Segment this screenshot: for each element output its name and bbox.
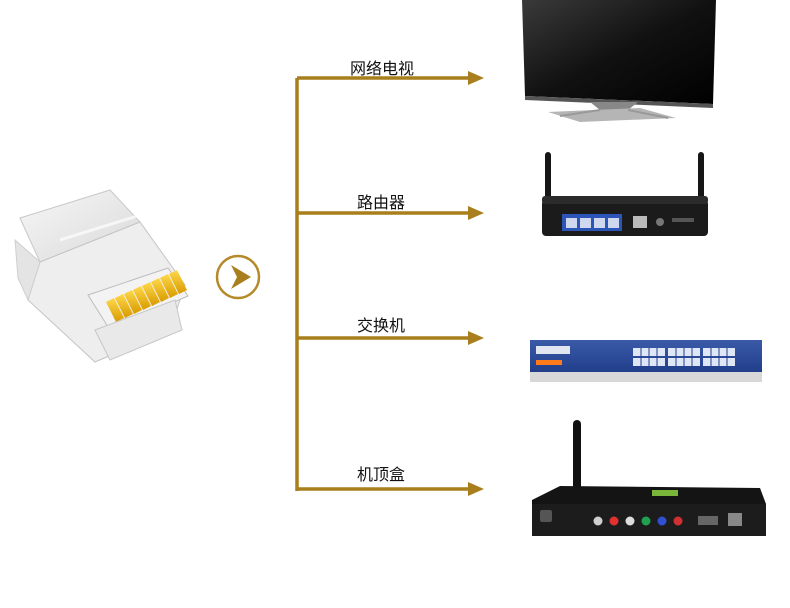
rj45-connector-icon [14, 189, 189, 363]
router-icon [542, 152, 708, 236]
tv-icon [522, 0, 716, 122]
target-label-tv: 网络电视 [350, 59, 415, 78]
target-label-router: 路由器 [357, 193, 406, 212]
target-label-switch: 交换机 [357, 316, 406, 335]
gold-contacts [106, 270, 187, 322]
connector-lines [295, 71, 484, 496]
network-switch-icon [530, 340, 762, 382]
play-circle-icon [215, 254, 261, 300]
set-top-box-icon [532, 420, 766, 536]
target-label-set-top-box: 机顶盒 [357, 465, 406, 484]
